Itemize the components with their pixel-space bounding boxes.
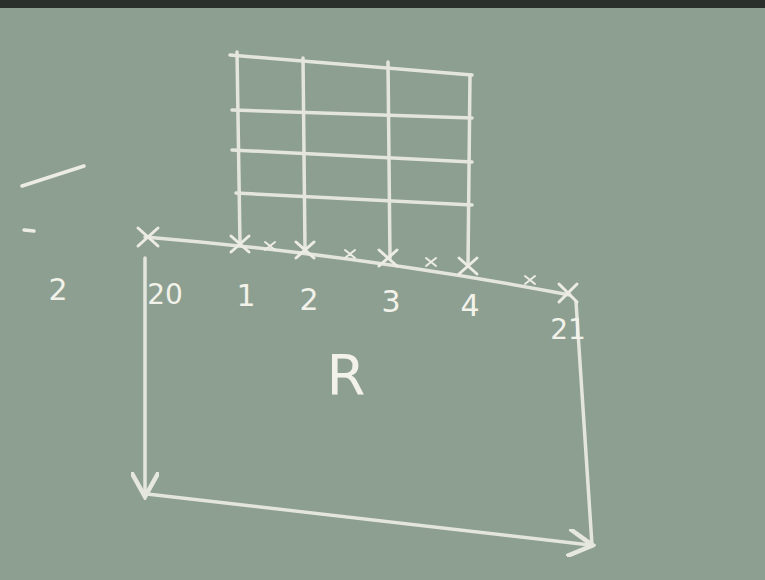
- point-number: 2: [299, 285, 318, 315]
- point-number: 1: [236, 281, 255, 311]
- board-frame: [0, 0, 765, 8]
- mid-points: [265, 242, 535, 284]
- point-number: 4: [460, 291, 479, 321]
- edge-fragments: [22, 166, 84, 231]
- grid: [230, 52, 472, 266]
- grid-points: [138, 228, 577, 302]
- point-number: 20: [147, 281, 183, 309]
- region-boundary: [145, 258, 592, 545]
- point-number: 2: [48, 275, 67, 305]
- point-number: 3: [381, 287, 400, 317]
- region-letter: R: [327, 347, 366, 403]
- point-number: 21: [550, 316, 586, 344]
- base-line: [145, 237, 570, 295]
